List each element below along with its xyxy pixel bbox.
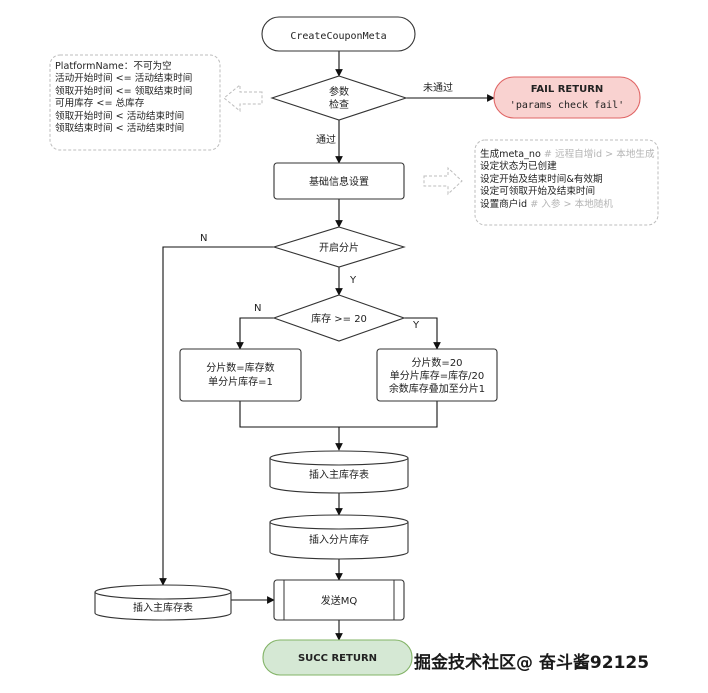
- box-right-line-1: 分片数=20: [411, 356, 462, 369]
- edge-right-merge: [339, 401, 438, 428]
- shard-by-20-box: 分片数=20 单分片库存=库存/20 余数库存叠加至分片1: [376, 348, 498, 402]
- note-right-text: 生成meta_no # 远程自增id > 本地生成 设定状态为已创建 设定开始及…: [480, 149, 655, 211]
- note-right-line-1-text: 生成meta_no: [480, 149, 541, 160]
- note-right-line-4: 设定可领取开始及结束时间: [480, 186, 596, 198]
- note-right-arrow: [423, 166, 463, 196]
- note-right-line-5-comment: # 入参 > 本地随机: [530, 198, 613, 210]
- note-right-line-1: 生成meta_no # 远程自增id > 本地生成: [480, 149, 655, 161]
- note-left-arrow: [223, 83, 263, 113]
- note-left-box: [49, 54, 221, 151]
- box-right-line-2: 单分片库存=库存/20: [390, 369, 484, 382]
- param-check-label-2: 检查: [329, 98, 349, 111]
- succ-return-node: SUCC RETURN: [262, 639, 413, 676]
- db-shard-label: 插入分片库存: [309, 533, 369, 546]
- watermark: 掘金技术社区@ 奋斗酱92125: [414, 653, 650, 673]
- edge-left-merge: [239, 401, 339, 428]
- fail-title: FAIL RETURN: [531, 84, 604, 95]
- db-main-label: 插入主库存表: [309, 468, 369, 481]
- edge-label-no-stock: N: [254, 303, 261, 314]
- fail-message: 'params check fail': [510, 100, 624, 111]
- edge-shard-no-to-side-db: [159, 246, 274, 586]
- insert-main-stock-db: 插入主库存表: [269, 450, 409, 494]
- note-left-line: 领取结束时间 < 活动结束时间: [55, 123, 185, 135]
- param-check-label-1: 参数: [329, 85, 349, 98]
- shard-enable-label: 开启分片: [319, 241, 359, 254]
- note-left-text: PlatformName：不可为空活动开始时间 <= 活动结束时间领取开始时间 …: [55, 61, 192, 135]
- edge-stock-no-to-left: [236, 317, 274, 350]
- start-label: CreateCouponMeta: [290, 31, 386, 42]
- db-main-side-label: 插入主库存表: [133, 601, 193, 614]
- edge-label-passed: 通过: [316, 133, 336, 146]
- note-left-line: PlatformName：不可为空: [55, 61, 172, 72]
- edge-stock-yes-to-right: [404, 317, 441, 350]
- insert-main-stock-db-side: 插入主库存表: [94, 584, 232, 621]
- note-right-box: [474, 139, 659, 226]
- box-left-line-2: 单分片库存=1: [208, 375, 273, 388]
- succ-label: SUCC RETURN: [298, 653, 377, 664]
- note-left-line: 领取开始时间 < 活动结束时间: [55, 110, 185, 122]
- fail-return-node: FAIL RETURN 'params check fail': [493, 76, 641, 119]
- note-right-line-1-comment: # 远程自增id > 本地生成: [543, 149, 655, 160]
- note-right-line-5: 设置商户id # 入参 > 本地随机: [480, 199, 655, 211]
- edge-label-yes-shard: Y: [349, 275, 357, 286]
- basic-info-label: 基础信息设置: [309, 175, 369, 188]
- note-right-line-2: 设定状态为已创建: [480, 161, 557, 173]
- edge-label-not-passed: 未通过: [423, 81, 453, 94]
- edges: [159, 51, 495, 641]
- param-check-node: 参数 检查: [270, 75, 408, 121]
- note-left-line: 可用库存 <= 总库存: [55, 98, 145, 110]
- start-node: CreateCouponMeta: [261, 16, 416, 52]
- stock-check-label: 库存 >= 20: [311, 312, 367, 325]
- note-right-line-3: 设定开始及结束时间&有效期: [480, 173, 603, 185]
- box-right-line-3: 余数库存叠加至分片1: [389, 382, 485, 395]
- stock-check-node: 库存 >= 20: [272, 294, 406, 342]
- edge-label-yes-stock: Y: [412, 320, 420, 331]
- send-mq-node: 发送MQ: [273, 579, 405, 621]
- edge-label-no-shard: N: [200, 233, 207, 244]
- note-arrows: [223, 83, 463, 196]
- note-right-line-5-text: 设置商户id: [480, 198, 528, 210]
- shard-enable-node: 开启分片: [272, 226, 406, 268]
- note-left-line: 领取开始时间 <= 领取结束时间: [55, 85, 193, 97]
- shard-by-stock-box: 分片数=库存数 单分片库存=1: [179, 348, 302, 402]
- note-left-line: 活动开始时间 <= 活动结束时间: [55, 73, 193, 85]
- basic-info-node: 基础信息设置: [273, 162, 405, 200]
- box-left-line-1: 分片数=库存数: [206, 361, 274, 374]
- insert-shard-stock-db: 插入分片库存: [269, 514, 409, 560]
- send-mq-label: 发送MQ: [321, 594, 358, 607]
